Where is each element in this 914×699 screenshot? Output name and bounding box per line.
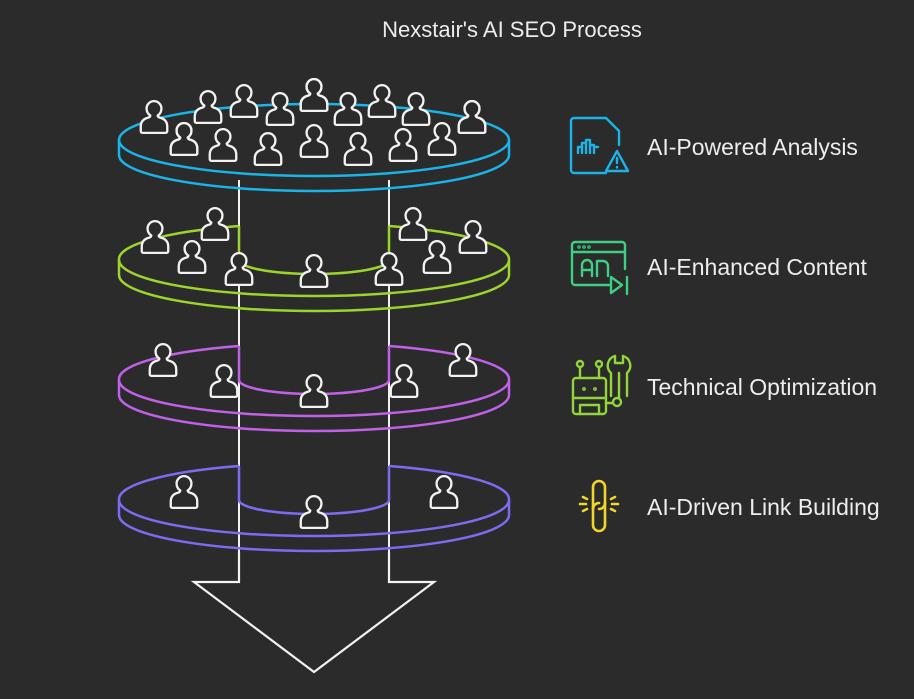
- down-arrow-icon: [190, 552, 438, 674]
- ai-content-video-window-icon: [570, 240, 629, 296]
- funnel-tier-3: [117, 344, 511, 433]
- person-icon: [422, 239, 452, 275]
- step-label-1: AI-Powered Analysis: [647, 134, 858, 160]
- person-icon: [200, 206, 230, 242]
- person-icon: [209, 363, 239, 399]
- person-icon: [229, 83, 259, 119]
- person-icon: [193, 89, 223, 125]
- step-label-3: Technical Optimization: [647, 374, 878, 400]
- diagram-title: Nexstair's AI SEO Process: [382, 17, 642, 42]
- person-icon: [429, 474, 459, 510]
- person-icon: [448, 342, 478, 378]
- person-icon: [398, 206, 428, 242]
- person-icon: [169, 474, 199, 510]
- person-icon: [389, 363, 419, 399]
- person-icon: [299, 77, 329, 113]
- step-label-4: AI-Driven Link Building: [647, 494, 880, 520]
- funnel-tier-4: [117, 464, 511, 553]
- document-chart-warning-icon: [569, 116, 630, 175]
- person-icon: [177, 239, 207, 275]
- robot-wrench-icon: [571, 354, 632, 416]
- person-icon: [367, 83, 397, 119]
- step-label-2: AI-Enhanced Content: [647, 254, 867, 280]
- broken-chain-link-icon: [578, 479, 620, 533]
